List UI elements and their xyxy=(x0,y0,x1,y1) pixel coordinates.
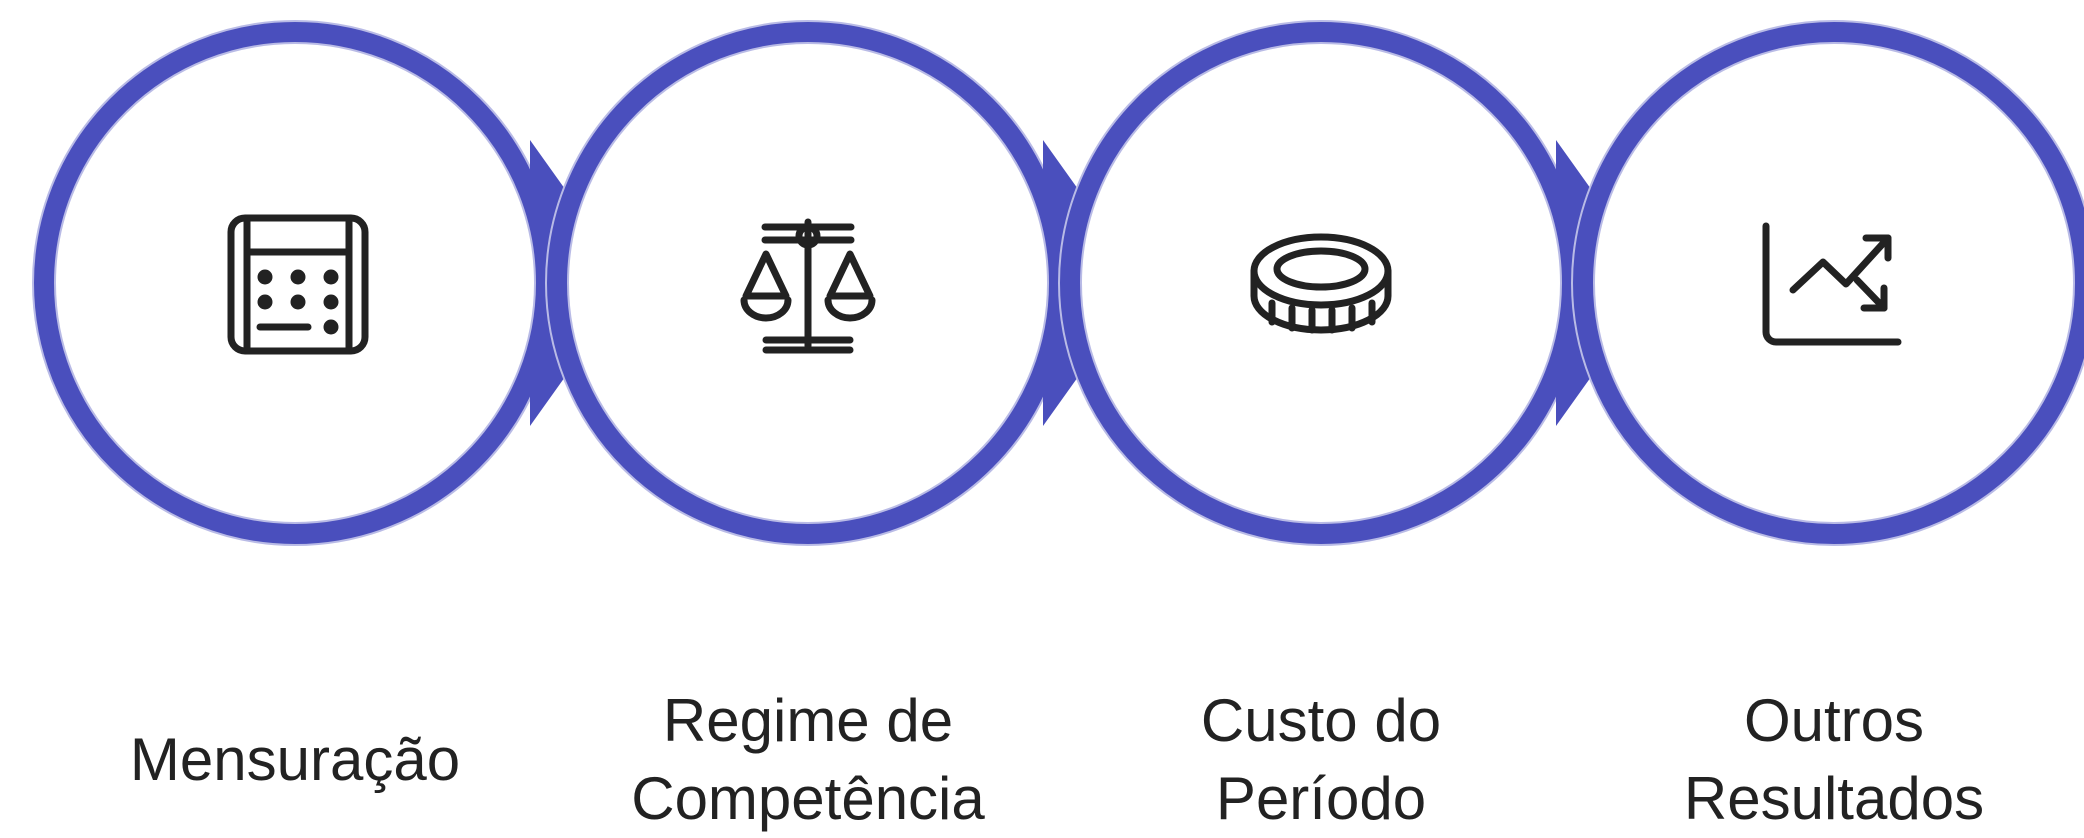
trend-chart-icon xyxy=(1762,222,1902,346)
step-3-node xyxy=(1058,20,1658,546)
balance-scale-icon xyxy=(740,218,876,354)
step-1-label: Mensuração xyxy=(45,690,545,830)
step-4-label: Outros Resultados xyxy=(1584,687,2084,832)
step-3-label: Custo do Período xyxy=(1071,687,1571,832)
step-3-inner xyxy=(1080,42,1562,524)
step-4-label-text: Outros Resultados xyxy=(1683,687,1985,832)
step-4-inner xyxy=(1593,42,2075,524)
step-2-label-text: Regime de Competência xyxy=(631,687,985,832)
step-2-label: Regime de Competência xyxy=(558,687,1058,832)
step-2-node xyxy=(545,20,1145,546)
coin-icon xyxy=(1250,233,1392,334)
step-4-node xyxy=(1571,20,2084,546)
step-3-label-text: Custo do Período xyxy=(1200,687,1442,832)
step-1-label-text: Mensuração xyxy=(129,726,461,793)
calculator-icon xyxy=(227,214,369,355)
